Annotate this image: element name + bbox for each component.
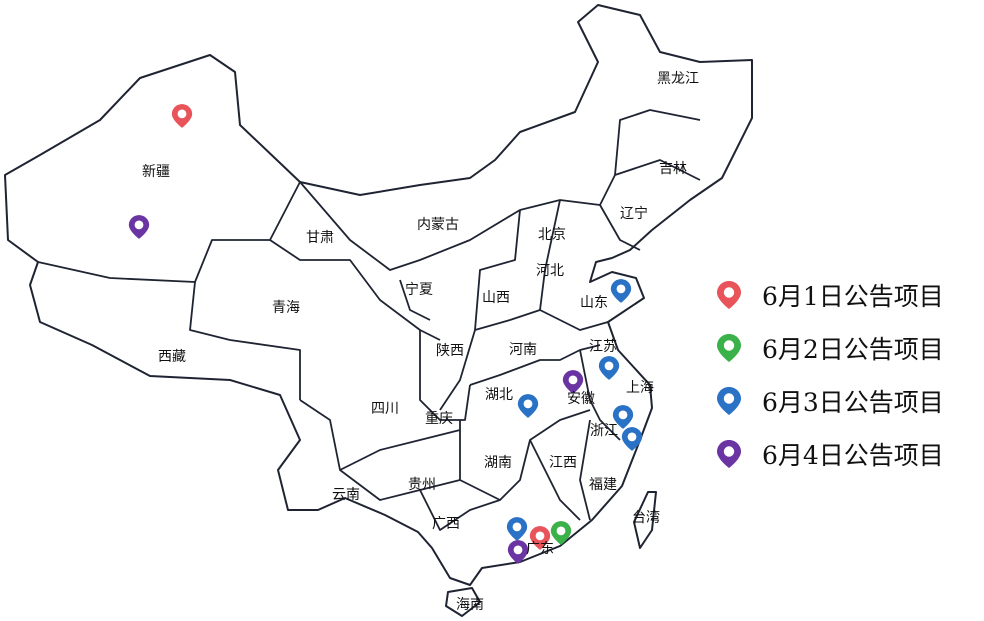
legend-label: 6月4日公告项目 xyxy=(762,440,944,470)
map-pin-icon xyxy=(717,386,741,415)
map-pin-icon[interactable] xyxy=(610,276,632,306)
map-pin-icon xyxy=(717,333,741,362)
map-pin-icon[interactable] xyxy=(128,212,150,242)
map-pin-icon xyxy=(717,439,741,468)
map-pin-icon[interactable] xyxy=(506,514,528,544)
map-pin-icon xyxy=(717,280,741,309)
map-pin-icon[interactable] xyxy=(507,537,529,567)
legend-item-day4[interactable]: 6月4日公告项目 xyxy=(716,427,944,480)
legend-item-day3[interactable]: 6月3日公告项目 xyxy=(716,374,944,427)
map-pin-icon[interactable] xyxy=(612,402,634,432)
legend-item-day2[interactable]: 6月2日公告项目 xyxy=(716,321,944,374)
map-pin-icon[interactable] xyxy=(550,518,572,548)
legend-label: 6月1日公告项目 xyxy=(762,281,944,311)
map-pin-icon[interactable] xyxy=(598,353,620,383)
map-pin-icon[interactable] xyxy=(529,523,551,553)
china-outline xyxy=(4,4,753,586)
taiwan-outline xyxy=(633,491,657,549)
map-pin-icon[interactable] xyxy=(517,391,539,421)
legend: 6月1日公告项目 6月2日公告项目 6月3日公告项目 6月4日公告项目 xyxy=(716,268,944,480)
hainan-outline xyxy=(445,587,481,617)
map-pin-icon[interactable] xyxy=(562,367,584,397)
map-pin-icon[interactable] xyxy=(621,424,643,454)
legend-item-day1[interactable]: 6月1日公告项目 xyxy=(716,268,944,321)
legend-label: 6月2日公告项目 xyxy=(762,334,944,364)
map-pin-icon[interactable] xyxy=(171,101,193,131)
legend-label: 6月3日公告项目 xyxy=(762,387,944,417)
